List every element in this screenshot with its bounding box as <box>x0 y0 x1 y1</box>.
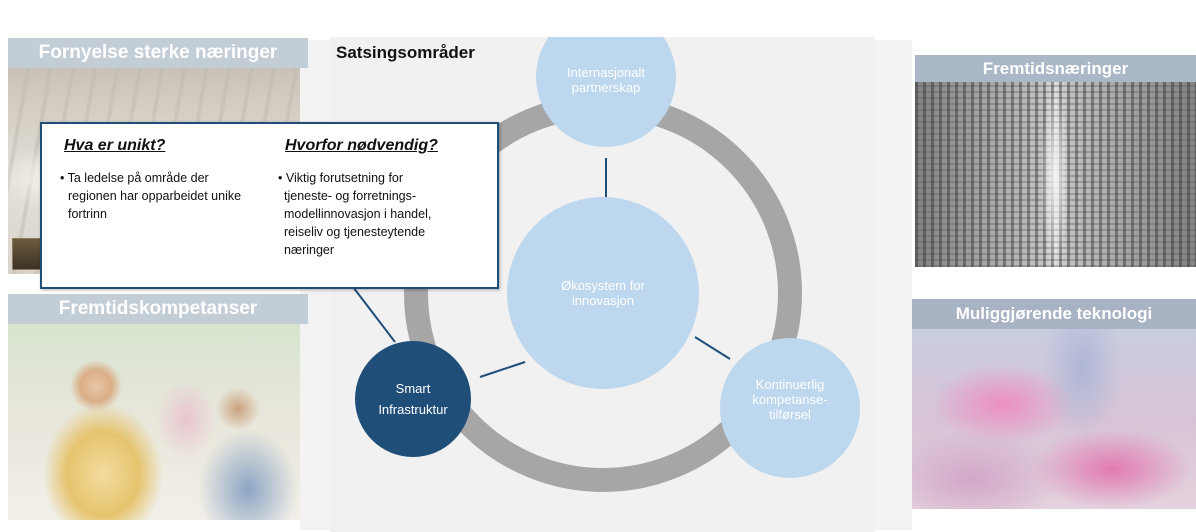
node-left <box>355 341 471 457</box>
node-right <box>720 338 860 478</box>
diagram-title: Satsingsområder <box>336 43 475 62</box>
connector-callout <box>349 282 396 343</box>
col2-line: næringer <box>284 243 335 257</box>
heading-hvorfor-nodvendig: Hvorfor nødvendig? <box>285 137 438 154</box>
node-right-label: Kontinuerlig kompetanse- tilførsel <box>725 377 855 422</box>
connector-right <box>694 336 731 360</box>
col2-text: • Viktig forutsetning for tjeneste- og f… <box>278 169 431 259</box>
col1-line: • Ta ledelse på område der <box>60 171 209 185</box>
col2-line: • Viktig forutsetning for <box>278 171 404 185</box>
diagram-graphics <box>349 37 860 492</box>
panel-title: Fremtidskompetanser <box>8 294 308 324</box>
node-top-line2: partnerskap <box>571 80 641 95</box>
node-top <box>536 37 676 147</box>
panel-fremtidskompetanser: Fremtidskompetanser <box>8 294 308 520</box>
node-center-label: Økosystem for innovasjon <box>518 278 688 308</box>
col1-line: fortrinn <box>68 207 107 221</box>
node-right-line3: tilførsel <box>769 407 811 422</box>
heading-hva-er-unikt: Hva er unikt? <box>64 137 166 154</box>
technology-photo <box>912 329 1196 509</box>
col1-text: • Ta ledelse på område der regionen har … <box>60 169 241 223</box>
connector-left <box>479 361 526 378</box>
node-right-line1: Kontinuerlig <box>755 377 825 392</box>
col2-line: modellinnovasjon i handel, <box>284 207 432 221</box>
server-room-photo <box>915 82 1196 267</box>
col2-line: tjeneste- og forretnings- <box>284 189 417 203</box>
panel-title: Muliggjørende teknologi <box>912 299 1196 329</box>
node-top-line1: Internasjonalt <box>566 65 646 80</box>
node-left-line2: Infrastruktur <box>378 402 448 417</box>
panel-muliggjorende-teknologi: Muliggjørende teknologi <box>912 299 1196 509</box>
info-callout: Hva er unikt? • Ta ledelse på område der… <box>40 122 499 289</box>
node-top-label: Internasjonalt partnerskap <box>523 65 689 95</box>
node-center-line2: innovasjon <box>571 293 635 308</box>
students-photo <box>8 324 308 520</box>
node-left-label: Smart Infrastruktur <box>353 378 473 420</box>
panel-title: Fremtidsnæringer <box>915 55 1196 82</box>
node-center-line1: Økosystem for <box>561 278 645 293</box>
panel-title: Fornyelse sterke næringer <box>8 38 308 68</box>
panel-fremtidsnaeringer: Fremtidsnæringer <box>915 55 1196 267</box>
node-center <box>507 197 699 389</box>
node-left-line1: Smart <box>395 381 431 396</box>
node-right-line2: kompetanse- <box>752 392 828 407</box>
col1-line: regionen har opparbeidet unike <box>68 189 242 203</box>
col2-line: reiseliv og tjenesteytende <box>284 225 426 239</box>
